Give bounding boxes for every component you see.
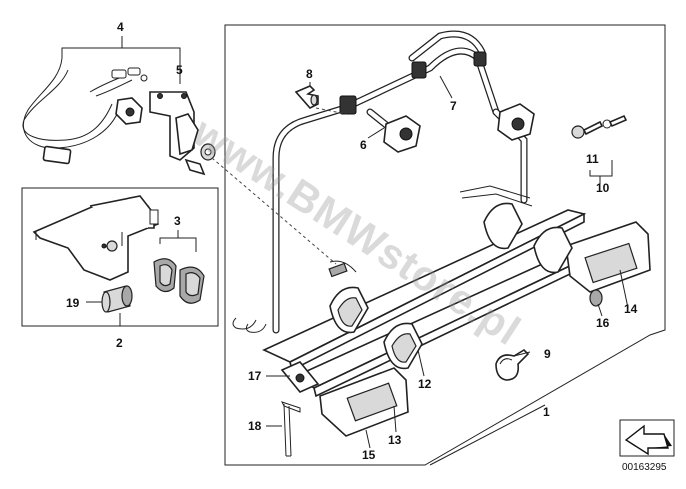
callout-10: 10 <box>596 181 610 195</box>
cylinder-plug <box>86 285 133 313</box>
callout-4: 4 <box>117 20 124 34</box>
callout-11: 11 <box>586 152 599 166</box>
wiring-harness <box>22 36 181 165</box>
orientation-arrow-icon <box>619 419 675 457</box>
wheel-strap <box>495 348 530 381</box>
connection-line-pin <box>315 107 347 115</box>
callout-14: 14 <box>624 302 638 316</box>
callout-17: 17 <box>248 369 262 383</box>
callout-7: 7 <box>450 99 457 113</box>
callout-5: 5 <box>176 63 183 77</box>
callout-1: 1 <box>543 405 550 419</box>
base-platform <box>262 185 651 437</box>
callout-15: 15 <box>362 448 376 462</box>
carrier-frame <box>232 30 535 334</box>
callout-8: 8 <box>306 67 313 81</box>
callout-9: 9 <box>544 347 551 361</box>
socket-bracket <box>149 58 216 176</box>
assembly-frame <box>224 24 666 466</box>
callout-6: 6 <box>360 138 367 152</box>
key-and-lock <box>571 114 628 184</box>
diagram-id: 00163295 <box>622 462 667 473</box>
callout-19: 19 <box>66 296 80 310</box>
callout-16: 16 <box>596 316 610 330</box>
callout-12: 12 <box>418 377 432 391</box>
callout-3: 3 <box>174 214 181 228</box>
allen-key <box>281 401 301 457</box>
callout-2: 2 <box>116 336 123 350</box>
leader-lines <box>119 75 629 466</box>
support-plate <box>32 195 160 281</box>
subassembly-frame-2 <box>21 187 219 327</box>
callout-13: 13 <box>388 433 402 447</box>
callout-18: 18 <box>248 419 262 433</box>
rubber-pads <box>153 230 205 304</box>
pin <box>294 82 319 109</box>
